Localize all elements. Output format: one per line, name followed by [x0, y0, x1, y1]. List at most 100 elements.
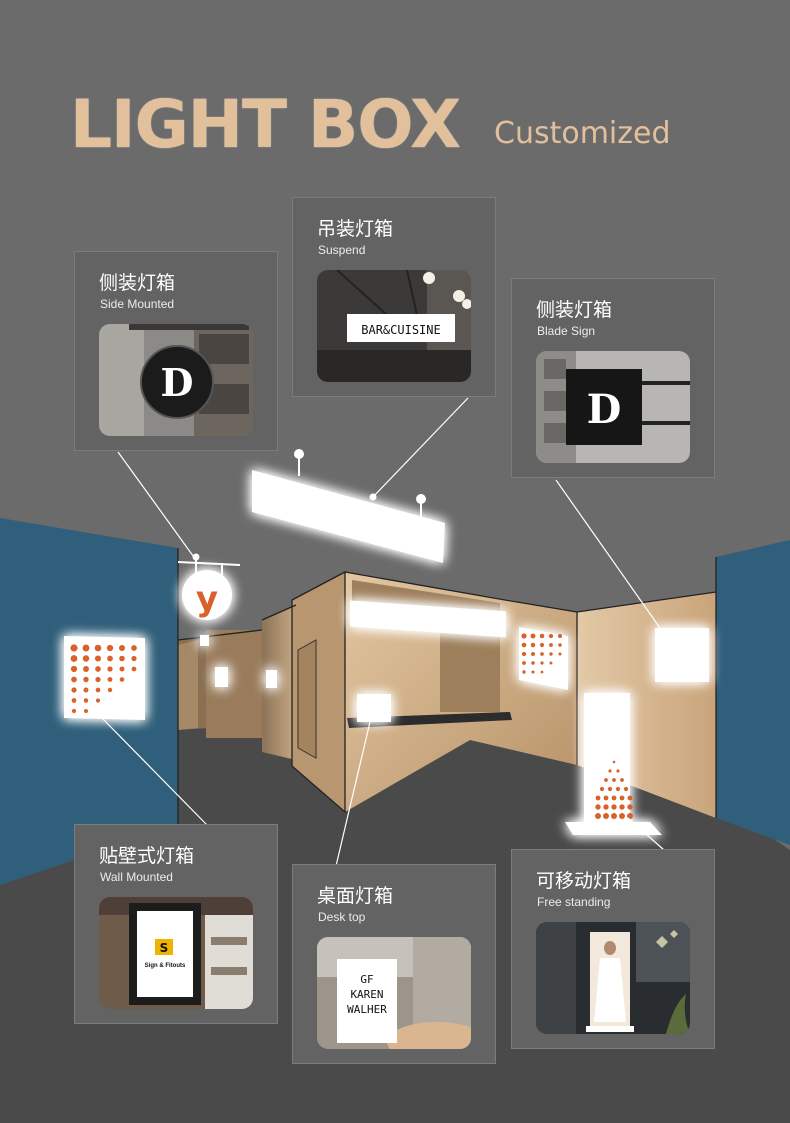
suspend-photo: BAR&CUISINE	[317, 270, 471, 382]
orange-dot	[522, 670, 526, 674]
orange-dot	[558, 643, 562, 647]
orange-dot	[119, 677, 125, 682]
orange-dot	[611, 804, 617, 810]
desk-sign-line-2: KAREN	[350, 988, 383, 1001]
orange-dot	[71, 687, 77, 693]
orange-dot	[549, 661, 553, 665]
hang-cap-1	[294, 449, 304, 459]
leader-free	[627, 817, 665, 851]
orange-dot	[530, 633, 536, 639]
orange-dot	[620, 778, 624, 782]
wall-sign-logo: S	[160, 941, 169, 955]
orange-dot	[619, 813, 625, 819]
leader-desk	[335, 721, 371, 867]
orange-dot	[70, 655, 78, 662]
corridor-wall-3	[262, 605, 296, 760]
card-en-label: Wall Mounted	[100, 870, 173, 884]
wall-dots-left	[70, 644, 137, 714]
card-side-mounted: 侧装灯箱 Side Mounted D	[74, 251, 278, 451]
wall-mounted-photo: S Sign & Fitouts	[99, 897, 253, 1009]
orange-dot	[611, 795, 617, 801]
orange-dot	[595, 795, 601, 801]
orange-dot	[94, 644, 102, 652]
orange-dot	[521, 651, 527, 657]
wall-lightbox-right	[519, 627, 568, 690]
orange-dot	[540, 652, 544, 656]
orange-dot	[83, 676, 89, 683]
card-suspend: 吊装灯箱 Suspend BAR&CUISINE	[292, 197, 496, 397]
orange-dot	[540, 661, 544, 665]
orange-dot	[119, 655, 125, 662]
orange-dot	[131, 666, 137, 672]
orange-dot	[95, 698, 101, 703]
orange-dot	[95, 666, 101, 672]
orange-dot	[539, 642, 545, 648]
corridor-wall-1	[178, 640, 198, 730]
freestanding-base	[565, 822, 662, 835]
orange-dot	[612, 760, 616, 764]
orange-dot	[549, 652, 553, 656]
orange-dot	[558, 652, 562, 656]
orange-dot	[71, 698, 77, 703]
orange-dot	[83, 708, 89, 714]
desk-sign-line-1: GF	[360, 973, 373, 986]
page-subtitle: Customized	[494, 116, 671, 151]
side-sign-letter: D	[161, 360, 194, 405]
orange-dot	[611, 813, 617, 819]
orange-dot	[603, 813, 609, 819]
card-desk-top: 桌面灯箱 Desk top GF KAREN WALHER	[292, 864, 496, 1064]
card-wall-mounted: 贴壁式灯箱 Wall Mounted S Sign & Fitouts	[74, 824, 278, 1024]
desk-sign-line-3: WALHER	[347, 1003, 387, 1016]
leader-blade	[555, 479, 661, 629]
orange-dot	[131, 655, 137, 662]
booth-door	[297, 639, 317, 759]
orange-dot	[95, 676, 101, 683]
orange-dot	[627, 795, 633, 801]
blade-sign-photo: D	[536, 351, 690, 463]
orange-dot	[549, 643, 553, 647]
orange-dot	[83, 687, 89, 693]
orange-dot	[627, 813, 633, 819]
leader-dot-side	[192, 553, 200, 561]
card-zh-label: 桌面灯箱	[317, 885, 394, 907]
card-en-label: Free standing	[537, 895, 611, 909]
card-en-label: Desk top	[318, 910, 366, 924]
card-zh-label: 贴壁式灯箱	[99, 845, 195, 867]
page-title: LIGHT BOX	[70, 86, 461, 163]
orange-dot	[107, 666, 113, 672]
wall-sign-text: Sign & Fitouts	[145, 963, 186, 969]
booth-top-lightbox	[350, 600, 506, 638]
orange-dot	[83, 666, 89, 672]
orange-dot	[619, 795, 625, 801]
orange-dot	[106, 644, 114, 652]
orange-dot	[107, 655, 113, 662]
card-blade-sign: 侧装灯箱 Blade Sign D	[511, 278, 715, 478]
leader-dot-suspend	[369, 493, 377, 501]
card-zh-label: 可移动灯箱	[536, 870, 632, 892]
orange-dot	[619, 804, 625, 810]
card-zh-label: 侧装灯箱	[99, 272, 176, 294]
orange-dot	[595, 813, 601, 819]
card-en-label: Suspend	[318, 243, 366, 257]
corridor-light-2	[215, 667, 228, 687]
right-teal-wall	[716, 540, 790, 845]
orange-dot	[82, 655, 90, 662]
orange-dot	[599, 786, 605, 792]
orange-dot	[531, 652, 535, 656]
free-standing-photo	[536, 922, 690, 1034]
blade-sign-letter: D	[587, 386, 622, 433]
leader-side-mounted	[117, 451, 197, 561]
orange-dot	[119, 645, 125, 651]
orange-dot	[107, 687, 113, 693]
blade-lightbox	[655, 628, 709, 682]
orange-dot	[83, 698, 89, 703]
hang-cap-2	[416, 494, 426, 504]
hanging-lightbox	[252, 470, 445, 563]
corridor-wall-2	[206, 630, 262, 738]
orange-dot	[107, 677, 113, 682]
corridor-light-3	[266, 670, 277, 688]
side-mounted-photo: D	[99, 324, 253, 436]
orange-dot	[70, 644, 78, 652]
orange-dot	[94, 655, 102, 662]
round-sign-arm	[177, 561, 241, 566]
